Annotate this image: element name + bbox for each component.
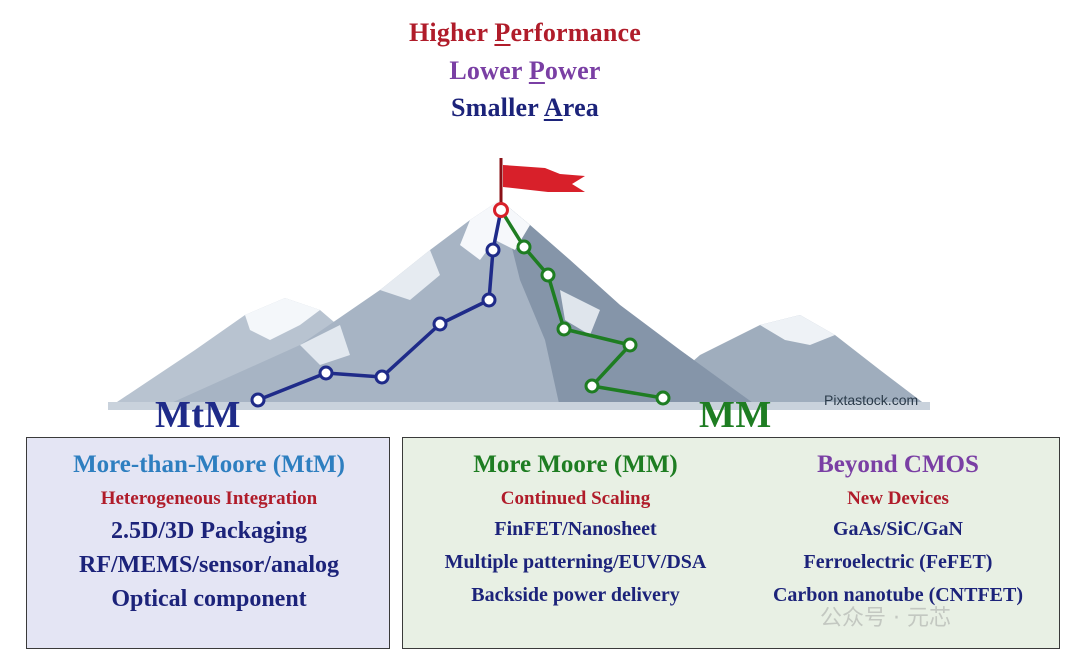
beyond-cmos-column: Beyond CMOS New Devices GaAs/SiC/GaN Fer… — [738, 451, 1058, 617]
overlay-watermark: 公众号 · 元芯 — [820, 600, 951, 632]
mm-label: MM — [699, 393, 772, 437]
mtm-item: RF/MEMS/sensor/analog — [27, 552, 391, 579]
beyond-cmos-subtitle: New Devices — [738, 488, 1058, 510]
beyond-cmos-item: Ferroelectric (FeFET) — [738, 551, 1058, 574]
goal-key-letter: P — [494, 18, 510, 47]
beyond-cmos-title: Beyond CMOS — [738, 451, 1058, 479]
beyond-cmos-item: GaAs/SiC/GaN — [738, 518, 1058, 541]
mm-beyond-panel: More Moore (MM) Continued Scaling FinFET… — [402, 437, 1060, 649]
goal-text: rea — [563, 93, 599, 122]
mtm-panel: More-than-Moore (MtM) Heterogeneous Inte… — [26, 437, 390, 649]
goal-key-letter: A — [544, 93, 563, 122]
mtm-path-node — [487, 244, 499, 256]
mm-item: Multiple patterning/EUV/DSA — [403, 551, 748, 574]
mtm-path-node — [483, 294, 495, 306]
goal-higher-performance: Higher Performance — [0, 18, 1050, 48]
mm-item: Backside power delivery — [403, 584, 748, 607]
mtm-path-node — [320, 367, 332, 379]
stock-watermark: Pixtastock.com — [824, 392, 918, 408]
mtm-item: 2.5D/3D Packaging — [27, 518, 391, 545]
goal-text: erformance — [511, 18, 641, 47]
mtm-path-node — [376, 371, 388, 383]
mm-title: More Moore (MM) — [403, 451, 748, 479]
mm-column: More Moore (MM) Continued Scaling FinFET… — [403, 451, 748, 617]
goal-text: ower — [545, 56, 601, 85]
mm-path-node — [518, 241, 530, 253]
summit-node — [495, 204, 508, 217]
goal-text: Higher — [409, 18, 494, 47]
mtm-subtitle: Heterogeneous Integration — [27, 488, 391, 510]
flag-icon — [503, 165, 585, 192]
mm-item: FinFET/Nanosheet — [403, 518, 748, 541]
mtm-path-node — [434, 318, 446, 330]
goal-lower-power: Lower Power — [0, 56, 1050, 86]
mm-path-node — [624, 339, 636, 351]
mm-subtitle: Continued Scaling — [403, 488, 748, 510]
mtm-item: Optical component — [27, 586, 391, 613]
mtm-column: More-than-Moore (MtM) Heterogeneous Inte… — [27, 451, 391, 620]
goal-text: Lower — [449, 56, 528, 85]
goal-smaller-area: Smaller Area — [0, 93, 1050, 123]
goal-text: Smaller — [451, 93, 544, 122]
goal-key-letter: P — [529, 56, 545, 85]
mtm-label: MtM — [155, 393, 241, 437]
mtm-path-node — [252, 394, 264, 406]
mm-path-node — [657, 392, 669, 404]
mm-path-node — [586, 380, 598, 392]
mm-path-node — [542, 269, 554, 281]
mm-path-node — [558, 323, 570, 335]
mtm-title: More-than-Moore (MtM) — [27, 451, 391, 479]
